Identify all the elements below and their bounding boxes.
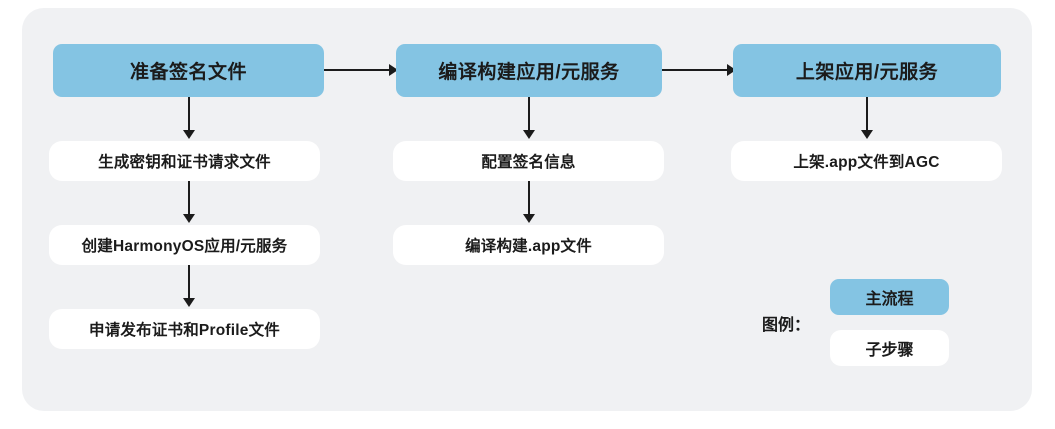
- sub-node-apply-release-cert-profile[interactable]: 申请发布证书和Profile文件: [49, 309, 320, 349]
- sub-node-label: 上架.app文件到AGC: [793, 154, 940, 171]
- legend-label: 图例：: [762, 317, 811, 334]
- sub-node-upload-app-to-agc[interactable]: 上架.app文件到AGC: [731, 141, 1002, 181]
- connector-line-c1-3: [188, 265, 190, 300]
- connector-line-c2-2: [528, 181, 530, 216]
- sub-node-build-app-file[interactable]: 编译构建.app文件: [393, 225, 664, 265]
- legend-swatch-label: 主流程: [865, 291, 914, 308]
- connector-line-c1-c2: [324, 69, 392, 71]
- main-node-label: 准备签名文件: [129, 62, 247, 83]
- connector-arrow-c2-c3: [727, 64, 736, 76]
- sub-node-create-harmonyos-app[interactable]: 创建HarmonyOS应用/元服务: [49, 225, 320, 265]
- sub-node-configure-signing-info[interactable]: 配置签名信息: [393, 141, 664, 181]
- main-node-label: 编译构建应用/元服务: [438, 62, 620, 83]
- legend-swatch-sub-step: 子步骤: [830, 330, 949, 366]
- sub-node-generate-key-csr[interactable]: 生成密钥和证书请求文件: [49, 141, 320, 181]
- main-node-build-app[interactable]: 编译构建应用/元服务: [396, 44, 662, 97]
- connector-line-c2-1: [528, 97, 530, 132]
- connector-arrow-c3-1: [861, 130, 873, 139]
- legend-swatch-label: 子步骤: [865, 342, 914, 359]
- connector-line-c3-1: [866, 97, 868, 132]
- legend-swatch-main-process: 主流程: [830, 279, 949, 315]
- sub-node-label: 编译构建.app文件: [465, 238, 592, 255]
- connector-arrow-c2-1: [523, 130, 535, 139]
- connector-line-c1-1: [188, 97, 190, 132]
- connector-arrow-c1-1: [183, 130, 195, 139]
- connector-arrow-c1-c2: [389, 64, 398, 76]
- main-node-label: 上架应用/元服务: [795, 62, 939, 83]
- connector-line-c2-c3: [662, 69, 730, 71]
- main-node-publish-app[interactable]: 上架应用/元服务: [733, 44, 1001, 97]
- connector-arrow-c1-2: [183, 214, 195, 223]
- sub-node-label: 创建HarmonyOS应用/元服务: [81, 238, 288, 255]
- connector-arrow-c2-2: [523, 214, 535, 223]
- main-node-prepare-signing-files[interactable]: 准备签名文件: [53, 44, 324, 97]
- connector-arrow-c1-3: [183, 298, 195, 307]
- sub-node-label: 申请发布证书和Profile文件: [89, 322, 280, 339]
- connector-line-c1-2: [188, 181, 190, 216]
- sub-node-label: 生成密钥和证书请求文件: [98, 154, 271, 171]
- sub-node-label: 配置签名信息: [481, 154, 576, 171]
